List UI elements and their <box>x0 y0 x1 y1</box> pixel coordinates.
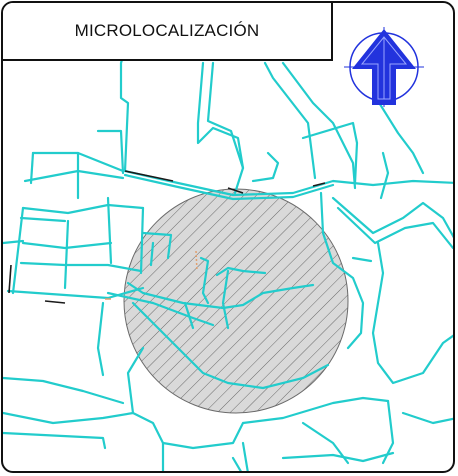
map-title-box: MICROLOCALIZACIÓN <box>3 3 333 61</box>
map-canvas <box>3 21 453 471</box>
road-network <box>3 21 453 471</box>
site-marker <box>105 250 198 300</box>
north-arrow-icon <box>344 27 424 107</box>
dark-road-segments <box>8 170 326 304</box>
influence-zone <box>123 188 349 414</box>
map-title: MICROLOCALIZACIÓN <box>74 21 260 40</box>
